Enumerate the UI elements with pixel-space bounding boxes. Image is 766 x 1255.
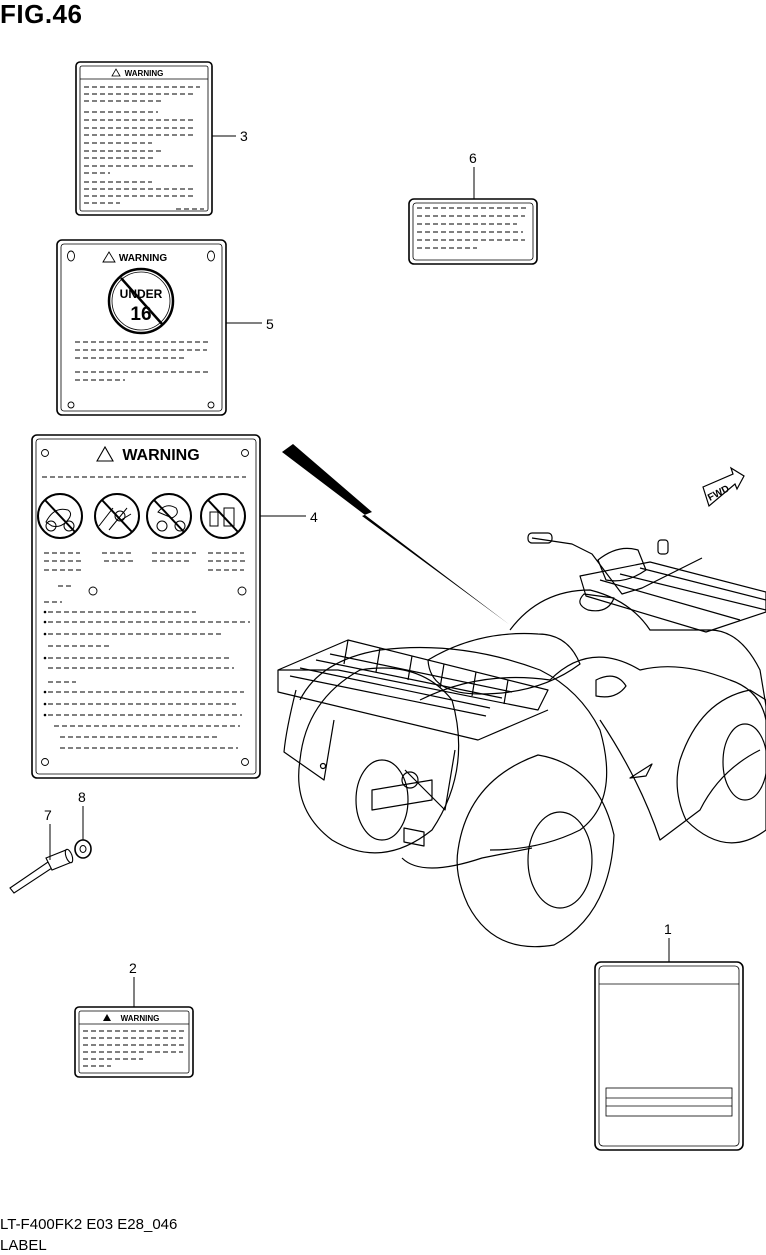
label5-warning-text: WARNING xyxy=(119,253,168,264)
label-part-6: 6 xyxy=(408,150,538,265)
age-16-text: 16 xyxy=(130,304,151,325)
model-code: LT-F400FK2 E03 E28_046 xyxy=(0,1216,178,1233)
atv-vehicle-illustration xyxy=(277,532,766,948)
callout-3: 3 xyxy=(240,128,248,144)
no-riding-pictogram-icon xyxy=(37,493,83,539)
label-part-3: WARNING 3 xyxy=(75,61,248,216)
under-16-prohibition-icon: UNDER 16 xyxy=(107,267,175,335)
callout-2: 2 xyxy=(129,960,137,976)
label4-warning-text: WARNING xyxy=(122,447,199,464)
no-passenger-pictogram-icon xyxy=(146,493,192,539)
callout-7: 7 xyxy=(44,807,52,823)
label-part-5: WARNING UNDER 16 5 xyxy=(56,239,274,416)
label-part-2: WARNING 2 xyxy=(74,960,194,1078)
callout-5: 5 xyxy=(266,316,274,332)
callout-6: 6 xyxy=(469,150,477,166)
label3-warning-text: WARNING xyxy=(125,69,164,78)
callout-8: 8 xyxy=(78,789,86,805)
under-text: UNDER xyxy=(120,287,163,301)
label-part-1: 1 xyxy=(594,921,744,1151)
warning-triangle-icon xyxy=(96,445,114,462)
rivet-part-7: 7 xyxy=(9,807,74,894)
fwd-direction-arrow-icon: FWD xyxy=(702,466,745,508)
figure-title: FIG.46 xyxy=(0,0,83,29)
section-name: LABEL xyxy=(0,1237,47,1254)
callout-4: 4 xyxy=(310,509,318,525)
pointer-arrow xyxy=(282,444,510,625)
label-part-4: WARNING xyxy=(31,434,318,779)
warning-triangle-icon xyxy=(103,1014,111,1021)
label2-warning-text: WARNING xyxy=(121,1014,160,1023)
warning-triangle-icon xyxy=(102,251,116,263)
callout-1: 1 xyxy=(664,921,672,937)
washer-part-8: 8 xyxy=(74,789,92,859)
no-alcohol-pictogram-icon xyxy=(200,493,246,539)
warning-triangle-icon xyxy=(111,68,121,77)
no-paved-road-pictogram-icon xyxy=(94,493,140,539)
